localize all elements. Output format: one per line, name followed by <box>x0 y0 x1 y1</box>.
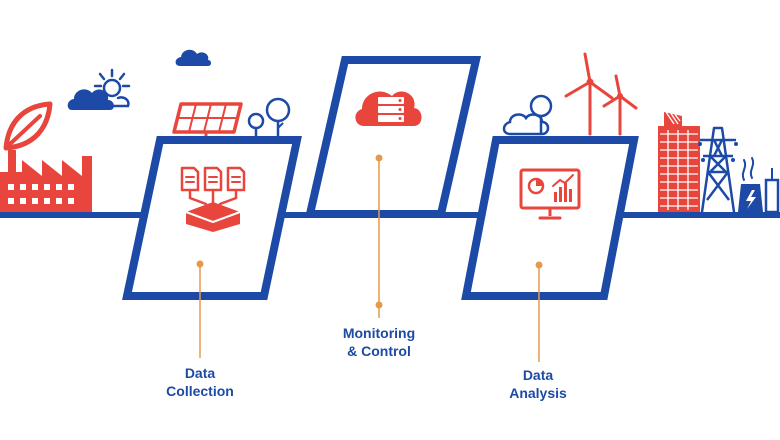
analytics-monitor-icon <box>519 168 581 220</box>
trees-icon <box>247 97 291 138</box>
power-tower-icon <box>698 126 738 213</box>
solar-panel-icon <box>172 102 243 140</box>
building-icon <box>658 111 700 212</box>
step-label-line2: Analysis <box>509 385 567 401</box>
step-label-data-collection: Data Collection <box>140 364 260 400</box>
cloud-tree-icon <box>502 94 553 136</box>
wind-turbine-icon <box>564 52 638 136</box>
step-label-line1: Data <box>184 365 216 381</box>
connector-monitoring-control <box>375 154 383 318</box>
connector-data-analysis <box>535 261 543 362</box>
connector-data-collection <box>196 260 204 358</box>
data-collection-icon <box>180 166 246 232</box>
small-cloud-icon <box>175 49 211 66</box>
step-label-line1: Monitoring <box>342 325 416 341</box>
panel-monitoring-control <box>304 56 482 218</box>
factory-icon <box>0 150 92 212</box>
step-label-line1: Data <box>522 367 554 383</box>
step-label-monitoring-control: Monitoring & Control <box>314 324 444 360</box>
leaf-icon <box>3 101 53 151</box>
cloud-server-icon <box>355 91 422 126</box>
power-plant-icon <box>738 157 780 214</box>
sun-cloud-icon <box>67 68 131 110</box>
step-label-data-analysis: Data Analysis <box>478 366 598 402</box>
step-label-line2: Collection <box>166 383 234 399</box>
step-label-line2: & Control <box>347 343 411 359</box>
